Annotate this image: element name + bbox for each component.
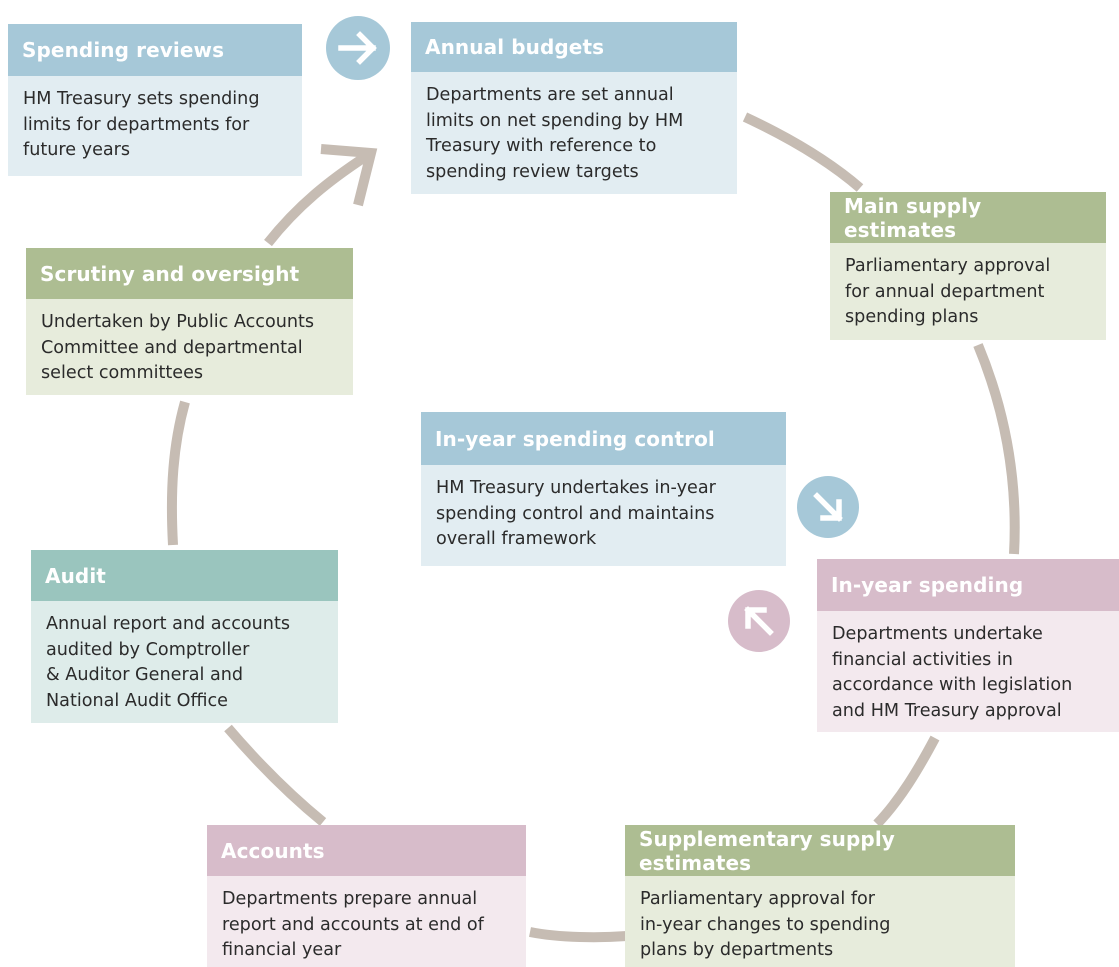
box-title: Audit (31, 550, 338, 601)
box-text: HM Treasury undertakes in-year spending … (421, 465, 786, 566)
box-title: In-year spending (817, 559, 1119, 611)
ring-segment-scrutiny-to-reviews (264, 152, 368, 247)
box-title: Main supply estimates (830, 192, 1106, 243)
box-text: Departments prepare annual report and ac… (207, 876, 526, 967)
ring-segment-main-to-inyear (973, 343, 1020, 555)
arrow-right-icon (326, 16, 390, 80)
box-title: Annual budgets (411, 22, 737, 72)
ring-segment-accounts-to-audit (224, 724, 327, 826)
box-supplementary-supply-estimates: Supplementary supply estimates Parliamen… (625, 825, 1015, 967)
box-title: Spending reviews (8, 24, 302, 76)
ring-segment-audit-to-scrutiny (166, 400, 190, 546)
arrow-down-right-icon (797, 476, 859, 538)
box-text: Parliamentary approval for annual depart… (830, 243, 1106, 340)
box-audit: Audit Annual report and accounts audited… (31, 550, 338, 723)
box-title: Supplementary supply estimates (625, 825, 1015, 876)
box-accounts: Accounts Departments prepare annual repo… (207, 825, 526, 967)
ring-segment-supplementary-to-accounts (529, 927, 628, 943)
box-in-year-spending-control: In-year spending control HM Treasury und… (421, 412, 786, 566)
box-title: In-year spending control (421, 412, 786, 465)
ring-segment-scrutiny-to-reviews-arrowhead (320, 144, 378, 207)
arrow-up-left-icon (728, 590, 790, 652)
box-spending-reviews: Spending reviews HM Treasury sets spendi… (8, 24, 302, 176)
ring-segment-budgets-to-main (742, 112, 864, 192)
box-text: Undertaken by Public Accounts Committee … (26, 299, 353, 395)
box-text: HM Treasury sets spending limits for dep… (8, 76, 302, 176)
box-title: Scrutiny and oversight (26, 248, 353, 299)
box-text: Annual report and accounts audited by Co… (31, 601, 338, 723)
box-in-year-spending: In-year spending Departments undertake f… (817, 559, 1119, 732)
box-text: Parliamentary approval for in-year chang… (625, 876, 1015, 967)
box-text: Departments are set annual limits on net… (411, 72, 737, 194)
box-text: Departments undertake financial activiti… (817, 611, 1119, 732)
box-title: Accounts (207, 825, 526, 876)
box-annual-budgets: Annual budgets Departments are set annua… (411, 22, 737, 194)
box-main-supply-estimates: Main supply estimates Parliamentary appr… (830, 192, 1106, 340)
ring-segment-inyear-to-supplementary (873, 735, 940, 828)
box-scrutiny-and-oversight: Scrutiny and oversight Undertaken by Pub… (26, 248, 353, 395)
